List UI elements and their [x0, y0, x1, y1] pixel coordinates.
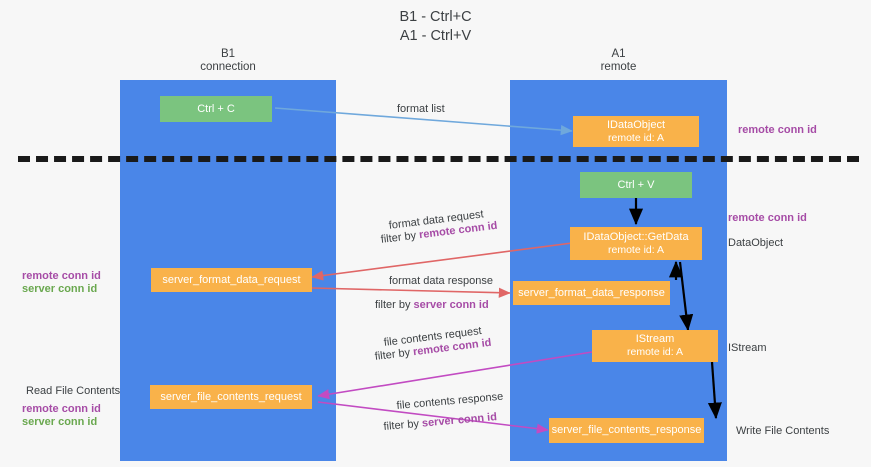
- lane-header-b1-role: connection: [200, 61, 256, 73]
- box-ctrl-c[interactable]: Ctrl + C: [160, 96, 272, 122]
- arrow-file-contents-response: [317, 401, 549, 434]
- box-server-file-contents-request-label: server_file_contents_request: [160, 390, 302, 403]
- arrow-getdata-to-istream: [678, 261, 694, 332]
- box-idataobject-line1: IDataObject: [606, 118, 666, 131]
- box-server-file-contents-response-label: server_file_contents_response: [551, 424, 702, 436]
- box-istream[interactable]: IStream remote id: A: [592, 330, 718, 362]
- lane-header-a1-role: remote: [600, 61, 637, 73]
- box-ctrl-v[interactable]: Ctrl + V: [580, 172, 692, 198]
- lane-header-b1-name: B1: [220, 48, 236, 60]
- box-server-file-contents-response[interactable]: server_file_contents_response: [549, 418, 704, 443]
- lane-header-a1: A1 remote: [510, 48, 727, 74]
- annotation-write-file-contents: Write File Contents: [736, 425, 830, 437]
- box-server-file-contents-request[interactable]: server_file_contents_request: [150, 385, 312, 409]
- annotation-read-file-contents: Read File Contents: [26, 385, 121, 397]
- filter-prefix-4: filter by: [383, 417, 423, 433]
- box-getdata-line1: IDataObject::GetData: [583, 230, 689, 243]
- box-getdata-line2: remote id: A: [607, 243, 665, 256]
- annotation-left-remote-conn-id-bottom: remote conn id: [22, 403, 101, 415]
- filter-key-server-conn-id-1: server conn id: [413, 299, 489, 311]
- annotation-istream: IStream: [728, 342, 767, 354]
- lane-header-b1: B1 connection: [120, 48, 336, 74]
- arrow-istream-to-file-response: [707, 361, 722, 420]
- box-idataobject[interactable]: IDataObject remote id: A: [573, 116, 699, 147]
- filter-prefix-2: filter by: [375, 299, 414, 311]
- annotation-remote-conn-id-mid: remote conn id: [728, 212, 807, 224]
- box-istream-line1: IStream: [635, 333, 675, 345]
- annotation-left-server-conn-id-mid: server conn id: [22, 283, 98, 295]
- box-server-format-data-request[interactable]: server_format_data_request: [151, 268, 312, 292]
- box-server-format-data-response[interactable]: server_format_data_response: [513, 281, 670, 305]
- annotation-dataobject: DataObject: [728, 237, 784, 249]
- arrow-format-data-response: [311, 287, 511, 298]
- box-server-format-data-response-label: server_format_data_response: [518, 286, 665, 299]
- title-line-1: B1 - Ctrl+C: [399, 9, 472, 25]
- edge-label-format-data-response: format data response: [389, 275, 493, 287]
- box-idataobject-getdata[interactable]: IDataObject::GetData remote id: A: [570, 227, 702, 260]
- box-server-format-data-request-label: server_format_data_request: [162, 273, 301, 286]
- title-line-2: A1 - Ctrl+V: [399, 28, 472, 44]
- annotation-left-server-conn-id-bottom: server conn id: [22, 416, 98, 428]
- edge-label-format-data-response-filter: filter by server conn id: [375, 298, 489, 312]
- annotation-remote-conn-id-top: remote conn id: [738, 124, 817, 136]
- lane-header-a1-name: A1: [611, 48, 626, 60]
- diagram-title: B1 - Ctrl+C A1 - Ctrl+V: [0, 8, 871, 46]
- arrow-format-list: [274, 107, 573, 136]
- arrow-file-contents-request: [317, 351, 593, 400]
- phase-divider: [18, 156, 859, 162]
- box-ctrl-c-label: Ctrl + C: [197, 102, 235, 115]
- box-istream-line2: remote id: A: [626, 346, 684, 358]
- box-ctrl-v-label: Ctrl + V: [617, 178, 655, 191]
- arrow-format-data-request: [311, 242, 573, 281]
- annotation-left-remote-conn-id-mid: remote conn id: [22, 270, 101, 282]
- edge-label-format-list: format list: [397, 103, 445, 115]
- box-idataobject-line2: remote id: A: [607, 131, 665, 144]
